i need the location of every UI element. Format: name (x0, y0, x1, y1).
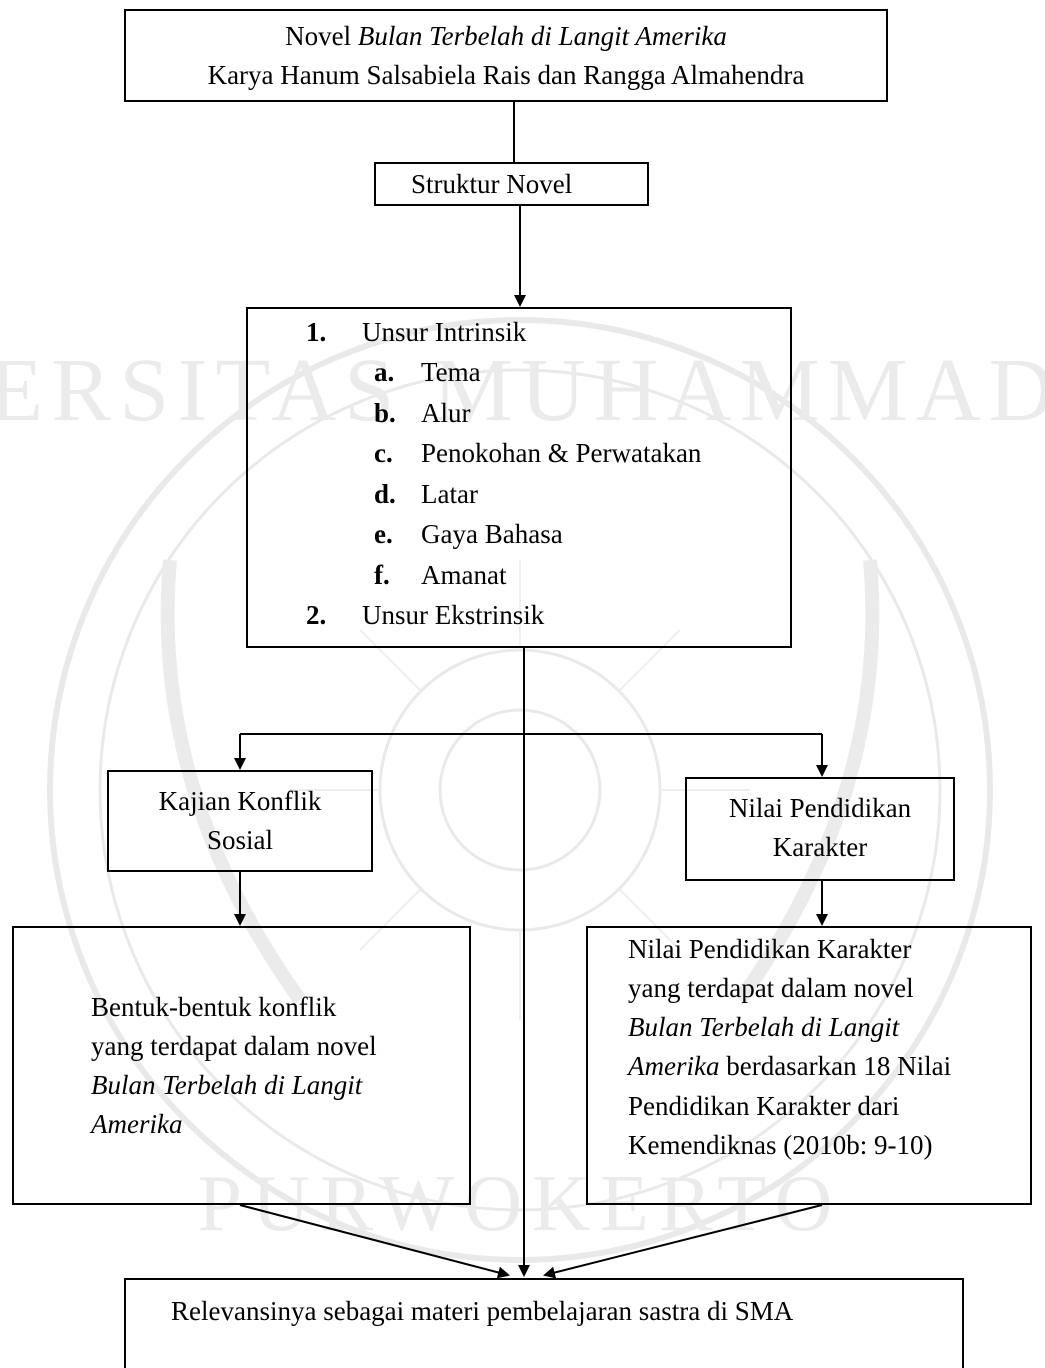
novel-title-box: Novel Bulan Terbelah di Langit Amerika K… (124, 9, 888, 102)
nilai-detail-line6: Kemendiknas (2010b: 9-10) (628, 1129, 933, 1160)
list-item: a.Tema (374, 357, 481, 387)
nilai-detail-line4-italic: Amerika (628, 1051, 720, 1082)
list-item: f.Amanat (374, 560, 507, 590)
kajian-konflik-line2: Sosial (206, 825, 273, 856)
list-item: e.Gaya Bahasa (374, 519, 563, 549)
unsur-box: 1.Unsur Intrinsik a.Tema b.Alur c.Penoko… (246, 307, 792, 648)
arrow-bentuk-to-relevansi (239, 1204, 510, 1279)
list-item: 1.Unsur Intrinsik (306, 317, 527, 347)
kajian-konflik-line1: Kajian Konflik (158, 786, 322, 816)
nilai-detail-line4-rest: berdasarkan 18 Nilai (719, 1051, 952, 1082)
nilai-detail-box: Nilai Pendidikan Karakter yang terdapat … (586, 926, 1032, 1205)
nilai-detail-line2: yang terdapat dalam novel (628, 973, 914, 1004)
bentuk-konflik-box: Bentuk-bentuk konflik yang terdapat dala… (12, 926, 471, 1205)
novel-title: Bulan Terbelah di Langit Amerika (357, 21, 727, 51)
list-item: 2.Unsur Ekstrinsik (306, 600, 545, 630)
list-item: d.Latar (374, 479, 478, 509)
relevansi-label: Relevansinya sebagai materi pembelajaran… (171, 1296, 794, 1326)
relevansi-box: Relevansinya sebagai materi pembelajaran… (124, 1278, 964, 1368)
list-item: c.Penokohan & Perwatakan (374, 438, 702, 468)
novel-authors: Karya Hanum Salsabiela Rais dan Rangga A… (207, 60, 805, 91)
bentuk-line2: yang terdapat dalam novel (91, 1031, 377, 1062)
struktur-novel-box: Struktur Novel (374, 162, 649, 206)
kajian-konflik-box: Kajian Konflik Sosial (107, 770, 373, 872)
struktur-novel-label: Struktur Novel (411, 169, 573, 199)
bentuk-line1: Bentuk-bentuk konflik (91, 992, 337, 1022)
nilai-pendidikan-line1: Nilai Pendidikan (728, 793, 912, 823)
arrow-detail-to-relevansi (543, 1204, 823, 1279)
bentuk-line3: Bulan Terbelah di Langit (91, 1070, 363, 1101)
nilai-detail-line5: Pendidikan Karakter dari (628, 1090, 900, 1121)
nilai-pendidikan-box: Nilai Pendidikan Karakter (685, 777, 955, 881)
nilai-pendidikan-line2: Karakter (772, 832, 868, 863)
nilai-detail-line1: Nilai Pendidikan Karakter (628, 934, 912, 964)
watermark-text-top: UNIVERSITAS MUHAMMADIYAH (0, 341, 1045, 440)
nilai-detail-line3: Bulan Terbelah di Langit (628, 1012, 900, 1043)
novel-title-prefix: Novel (285, 21, 358, 51)
list-item: b.Alur (374, 398, 471, 428)
bentuk-line4: Amerika (91, 1109, 183, 1140)
